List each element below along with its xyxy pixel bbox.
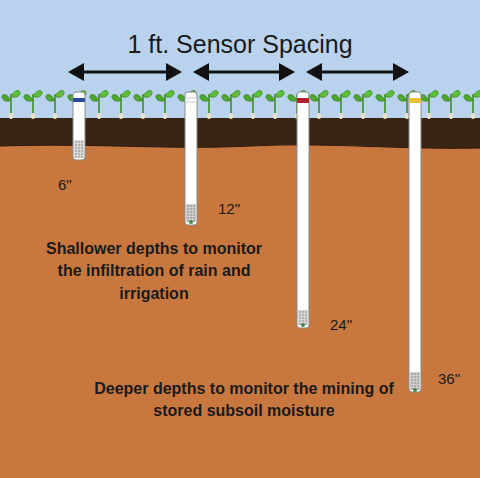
sky [0, 0, 480, 125]
sensor-probe [73, 92, 85, 160]
note-text: Deeper depths to monitor the mining of s… [88, 378, 400, 423]
depth-label: 12" [218, 200, 240, 217]
depth-label: 24" [330, 316, 352, 333]
diagram-title: 1 ft. Sensor Spacing [127, 30, 352, 59]
crop-row [0, 86, 480, 124]
sensor-probe [297, 92, 309, 328]
depth-label: 36" [438, 370, 460, 387]
sensor-probe [185, 92, 197, 225]
spacing-arrows [68, 63, 409, 81]
note-text: Shallower depths to monitor the infiltra… [40, 238, 268, 305]
depth-label: 6" [58, 176, 72, 193]
sensor-probe [409, 92, 421, 392]
